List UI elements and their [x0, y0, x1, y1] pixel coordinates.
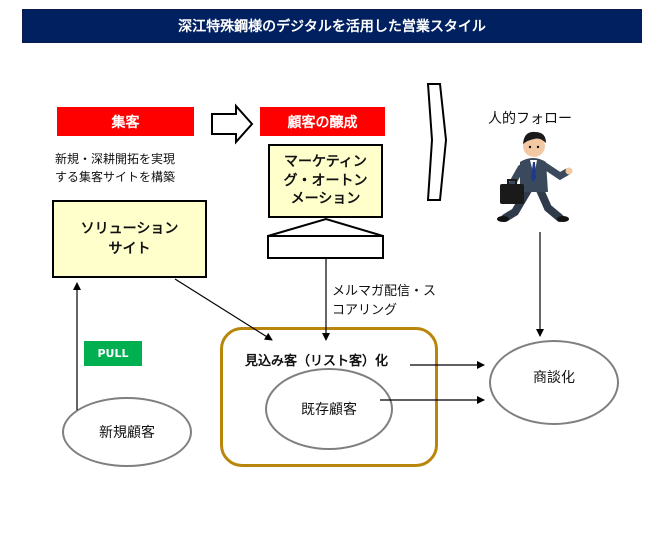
collect-description-line2: する集客サイトを構築: [55, 170, 176, 184]
page-title: 深江特殊鋼様のデジタルを活用した営業スタイル: [22, 9, 642, 43]
stage-label-nurture: 顧客の醸成: [260, 107, 385, 136]
prospect-label: 見込み客（リスト客）化: [245, 354, 389, 369]
ma-line2: グ・オートン: [283, 172, 368, 189]
solution-site-line1: ソリューション: [80, 220, 179, 237]
marketing-automation-box: マーケティン グ・オートン メーション: [268, 144, 383, 218]
new-customer-label: 新規顧客: [99, 425, 155, 441]
new-customer-ellipse: 新規顧客: [62, 397, 192, 467]
existing-customer-label: 既存顧客: [301, 402, 357, 418]
salesman-icon: [497, 131, 573, 222]
mailmag-text: メルマガ配信・ス コアリング: [332, 283, 436, 321]
collect-description: 新規・深耕開拓を実現 する集客サイトを構築: [55, 150, 225, 186]
negotiation-ellipse: 商談化: [489, 340, 619, 425]
prospect-area: [220, 327, 438, 467]
funnel-base: [267, 235, 384, 259]
mailmag-line2: コアリング: [332, 302, 398, 318]
ma-line1: マーケティン: [284, 153, 367, 170]
human-follow-label: 人的フォロー: [488, 111, 572, 127]
collect-description-line1: 新規・深耕開拓を実現: [55, 152, 176, 166]
block-arrow-right: [211, 103, 254, 145]
chevron-arrow: [426, 83, 448, 201]
solution-site-line2: サイト: [108, 241, 151, 257]
ma-line3: メーション: [290, 191, 361, 208]
negotiation-label: 商談化: [533, 369, 575, 386]
existing-customer-ellipse: 既存顧客: [265, 368, 393, 450]
arrow-site-to-prospect: [174, 278, 273, 341]
solution-site-box: ソリューション サイト: [52, 200, 207, 278]
pull-badge: PULL: [84, 341, 142, 366]
mailmag-line1: メルマガ配信・ス: [332, 284, 437, 299]
stage-label-collect: 集客: [57, 107, 194, 136]
funnel-triangle: [267, 217, 384, 237]
